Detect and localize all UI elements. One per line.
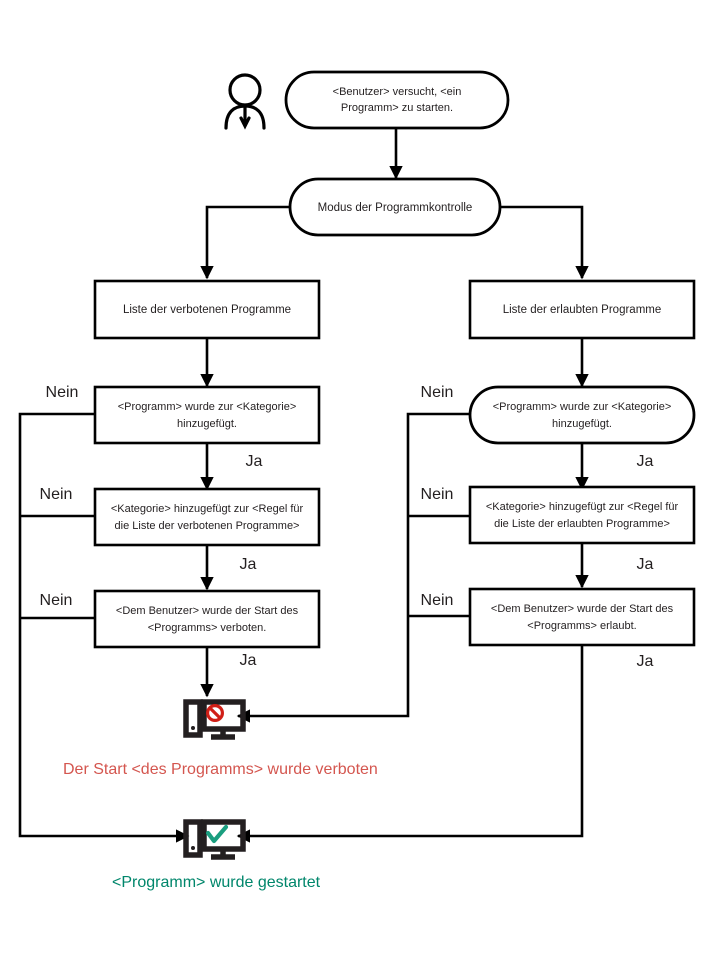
node-allow-user-line2: <Programms> erlaubt. [527, 620, 636, 632]
node-deny-user-line1: <Dem Benutzer> wurde der Start des [116, 605, 299, 617]
node-deny-user: <Dem Benutzer> wurde der Start des <Prog… [93, 589, 321, 649]
edge-nein-right-category [236, 412, 470, 723]
node-deny-category-line1: <Programm> wurde zur <Kategorie> [118, 401, 297, 413]
allowed-result-text: <Programm> wurde gestartet [112, 874, 321, 891]
edge-label-ja-left-2: Ja [240, 556, 257, 573]
edge-label-nein-right-2: Nein [421, 486, 454, 503]
node-allow-category-line2: hinzugefügt. [552, 418, 612, 430]
edge-label-ja-right-2: Ja [637, 556, 654, 573]
node-allow-rule-line1: <Kategorie> hinzugefügt zur <Regel für [486, 501, 679, 513]
edge-allow-user-to-allowed [236, 645, 584, 843]
edge-nein-left-category [18, 412, 190, 843]
node-deny-rule-line1: <Kategorie> hinzugefügt zur <Regel für [111, 503, 304, 515]
edge-label-ja-right-1: Ja [637, 453, 654, 470]
edge-label-ja-left-1: Ja [246, 453, 263, 470]
node-allow-category-line1: <Programm> wurde zur <Kategorie> [493, 401, 672, 413]
node-deny-category-line2: hinzugefügt. [177, 418, 237, 430]
computer-allowed-icon [183, 819, 246, 860]
node-deny-user-line2: <Programms> verboten. [148, 622, 267, 634]
edge-label-ja-right-3: Ja [637, 653, 654, 670]
edge-label-nein-left-1: Nein [46, 384, 79, 401]
edge-label-ja-left-3: Ja [240, 652, 257, 669]
node-start-line2: Programm> zu starten. [341, 102, 453, 114]
edge-label-nein-left-3: Nein [40, 592, 73, 609]
node-allowlist: Liste der erlaubten Programme [468, 279, 696, 340]
person-icon [224, 73, 266, 130]
edge-label-nein-left-2: Nein [40, 486, 73, 503]
node-allow-rule-line2: die Liste der erlaubten Programme> [494, 518, 670, 530]
node-deny-rule-line2: die Liste der verbotenen Programme> [115, 520, 300, 532]
node-mode: Modus der Programmkontrolle [288, 177, 502, 237]
node-denylist: Liste der verbotenen Programme [93, 279, 321, 340]
node-allowlist-label: Liste der erlaubten Programme [503, 304, 662, 316]
node-deny-category: <Programm> wurde zur <Kategorie> hinzuge… [93, 385, 321, 445]
node-start: <Benutzer> versucht, <ein Programm> zu s… [284, 70, 510, 130]
node-allow-category: <Programm> wurde zur <Kategorie> hinzuge… [468, 385, 696, 445]
node-allow-rule: <Kategorie> hinzugefügt zur <Regel für d… [468, 485, 696, 545]
edge-mode-to-denylist [200, 205, 290, 280]
edge-mode-to-allowlist [500, 205, 589, 280]
node-deny-rule: <Kategorie> hinzugefügt zur <Regel für d… [93, 487, 321, 547]
edge-label-nein-right-3: Nein [421, 592, 454, 609]
denied-result-text: Der Start <des Programms> wurde verboten [63, 761, 378, 778]
node-mode-label: Modus der Programmkontrolle [318, 202, 473, 214]
node-allow-user-line1: <Dem Benutzer> wurde der Start des [491, 603, 674, 615]
computer-blocked-icon [183, 699, 246, 740]
edge-label-nein-right-1: Nein [421, 384, 454, 401]
node-denylist-label: Liste der verbotenen Programme [123, 304, 291, 316]
node-start-line1: <Benutzer> versucht, <ein [333, 86, 462, 98]
node-allow-user: <Dem Benutzer> wurde der Start des <Prog… [468, 587, 696, 647]
